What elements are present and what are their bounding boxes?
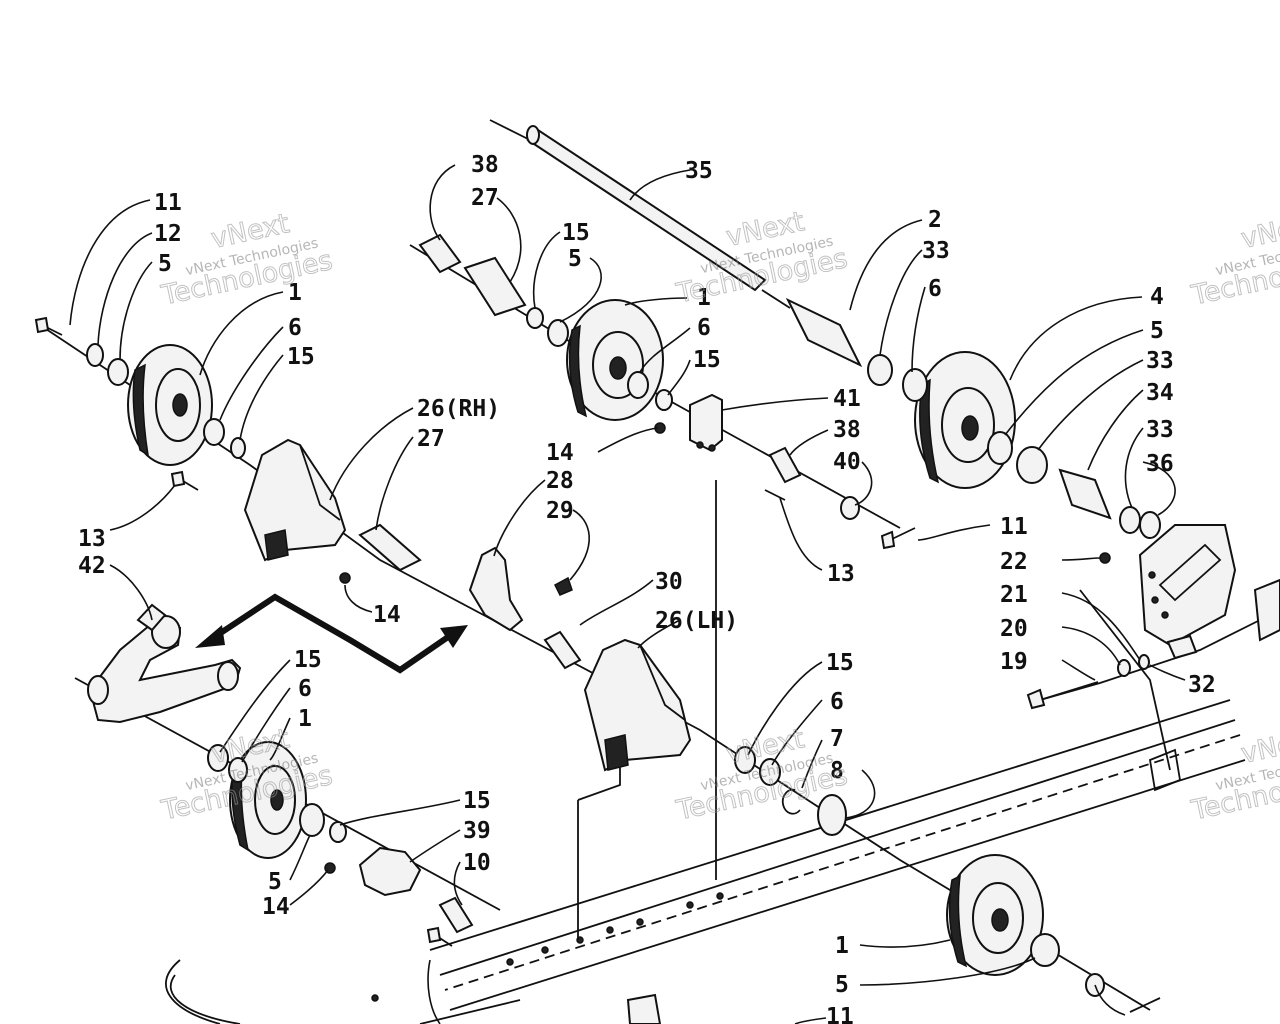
plate-mount [1138,524,1237,647]
callout-12: 12 [154,221,182,247]
shaft-35 [489,119,791,309]
callout-15-e: 15 [463,788,491,814]
callout-6-d: 6 [298,676,312,702]
callout-14-a: 14 [373,602,401,628]
hub-39 [358,846,422,897]
callout-5-e: 5 [835,972,849,998]
wheel-upper-left [127,344,213,466]
callout-11-c: 11 [826,1004,854,1024]
callout-41: 41 [833,386,861,412]
callout-6-e: 6 [830,689,844,715]
callout-26rh: 26(RH) [417,396,500,422]
callout-1-d: 1 [835,933,849,959]
rail-holes [371,892,724,1002]
callout-38-a: 38 [471,152,499,178]
callout-20: 20 [1000,616,1028,642]
wheel-lower-right [946,854,1044,976]
callout-27-a: 27 [417,426,445,452]
callout-26lh: 26(LH) [655,608,738,634]
watermark-upper-middle: vNext vNext Technologies Technologies [673,206,851,310]
callout-14-b: 14 [546,440,574,466]
direction-arrow-icon [195,593,468,674]
callout-1-a: 1 [288,280,302,306]
callout-33-a: 33 [922,238,950,264]
callout-11-a: 11 [154,190,182,216]
callout-33-b: 33 [1146,348,1174,374]
callout-6-b: 6 [697,315,711,341]
callout-1-b: 1 [697,285,711,311]
callout-7: 7 [830,726,844,752]
callout-27-b: 27 [471,185,499,211]
callout-39: 39 [463,818,491,844]
callout-6-c: 6 [928,276,942,302]
callout-2: 2 [928,207,942,233]
callout-32: 32 [1188,672,1216,698]
callout-30: 30 [655,569,683,595]
watermark-upper-right: vNext vNext Technologies Technologies [1188,208,1280,312]
callout-11-b: 11 [1000,514,1028,540]
wheel-upper-right [914,351,1016,489]
callout-13-b: 13 [827,561,855,587]
callout-labels: 11 12 5 1 6 15 13 42 14 26(RH) 27 28 29 … [78,152,1216,1024]
callout-15-b: 15 [562,220,590,246]
arm-28 [468,546,524,632]
svg-text:vNext: vNext [1239,723,1280,770]
callout-38-b: 38 [833,417,861,443]
callout-15-d: 15 [294,647,322,673]
watermark-upper-left: vNext vNext Technologies Technologies [158,208,336,312]
callout-15-a: 15 [287,344,315,370]
callout-21: 21 [1000,582,1028,608]
callout-28: 28 [546,468,574,494]
callout-13-a: 13 [78,526,106,552]
callout-35: 35 [685,158,713,184]
callout-4: 4 [1150,284,1164,310]
callout-14-c: 14 [262,894,290,920]
callout-5-b: 5 [568,246,582,272]
callout-1-c: 1 [298,706,312,732]
slide-rail [165,699,1246,1024]
bracket-26-lh [583,638,692,772]
arm-42 [87,603,242,724]
callout-8: 8 [830,758,844,784]
callout-15-c: 15 [693,347,721,373]
bracket-26-rh [243,438,347,562]
svg-text:vNext: vNext [1239,208,1280,255]
leader-lines [69,164,1186,1024]
callout-42: 42 [78,553,106,579]
callout-34: 34 [1146,380,1174,406]
callout-10: 10 [463,850,491,876]
callout-36: 36 [1146,451,1174,477]
callout-5-a: 5 [158,251,172,277]
callout-5-d: 5 [268,869,282,895]
callout-40: 40 [833,449,861,475]
bracket-41 [689,393,723,452]
callout-19: 19 [1000,649,1028,675]
callout-15-f: 15 [826,650,854,676]
callout-33-c: 33 [1146,417,1174,443]
callout-5-c: 5 [1150,318,1164,344]
callout-6-a: 6 [288,315,302,341]
callout-22: 22 [1000,549,1028,575]
callout-29: 29 [546,498,574,524]
